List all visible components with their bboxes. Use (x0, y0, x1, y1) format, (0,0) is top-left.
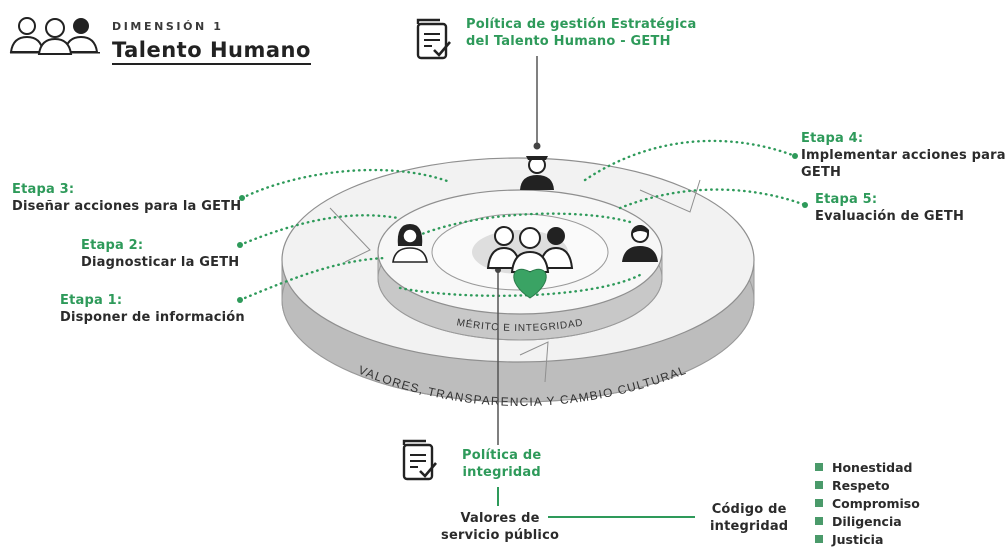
document-check-icon-geth (416, 18, 451, 60)
geth-connector-dot (533, 142, 541, 150)
public-service-values: Valores de servicio público (441, 510, 559, 544)
stage-5-text: Evaluación de GETH (815, 209, 965, 224)
list-item: Justicia (815, 530, 920, 548)
stage-5-label: Etapa 5: (815, 192, 878, 207)
values-list: Honestidad Respeto Compromiso Diligencia… (815, 458, 920, 548)
stage-1-text: Disponer de información (60, 310, 245, 325)
bullet-square-icon (815, 535, 823, 543)
stage-1-label: Etapa 1: (60, 293, 123, 308)
stage-4-text-line2: GETH (801, 165, 842, 180)
dimension-title: Talento Humano (112, 38, 311, 65)
stage-3-label: Etapa 3: (12, 182, 75, 197)
integrity-policy-line2: integridad (462, 465, 541, 480)
stage-4-text-line1: Implementar acciones para la (801, 148, 1008, 163)
public-service-values-line2: servicio público (441, 528, 560, 543)
geth-policy-line2: del Talento Humano - GETH (466, 34, 671, 49)
stage-5: Etapa 5: Evaluación de GETH (815, 191, 964, 225)
bullet-square-icon (815, 463, 823, 471)
stage-2: Etapa 2: Diagnosticar la GETH (81, 237, 239, 271)
bullet-square-icon (815, 517, 823, 525)
dimension-label: DIMENSIÓN 1 (112, 20, 224, 33)
integrity-policy-label: Política de integridad (462, 447, 541, 481)
person-icon-right (622, 225, 658, 262)
list-item: Diligencia (815, 512, 920, 530)
bullet-square-icon (815, 481, 823, 489)
integrity-code: Código de integridad (710, 501, 788, 535)
center-group-icon (486, 226, 574, 273)
stage-dots (237, 153, 808, 303)
stage-2-text: Diagnosticar la GETH (81, 255, 240, 270)
integrity-code-line1: Código de (711, 502, 787, 517)
bullet-square-icon (815, 499, 823, 507)
integrity-code-line2: integridad (710, 519, 789, 534)
team-people-icon (9, 17, 100, 55)
person-icon-top (520, 156, 554, 190)
stage-1: Etapa 1: Disponer de información (60, 292, 245, 326)
stage-4: Etapa 4: Implementar acciones para la GE… (801, 130, 1008, 181)
list-item: Honestidad (815, 458, 920, 476)
stage-3-text: Diseñar acciones para la GETH (12, 199, 242, 214)
geth-policy-label: Política de gestión Estratégica del Tale… (466, 16, 696, 50)
geth-policy-line1: Política de gestión Estratégica (466, 17, 697, 32)
document-check-icon-integrity (402, 439, 437, 481)
stage-2-label: Etapa 2: (81, 238, 144, 253)
integrity-policy-line1: Política de (462, 448, 542, 463)
list-item: Respeto (815, 476, 920, 494)
stage-3: Etapa 3: Diseñar acciones para la GETH (12, 181, 241, 215)
heart-icon (513, 268, 547, 299)
public-service-values-line1: Valores de (460, 511, 540, 526)
stage-connectors (238, 139, 807, 302)
stage-4-label: Etapa 4: (801, 131, 864, 146)
list-item: Compromiso (815, 494, 920, 512)
person-icon-left (392, 224, 428, 263)
